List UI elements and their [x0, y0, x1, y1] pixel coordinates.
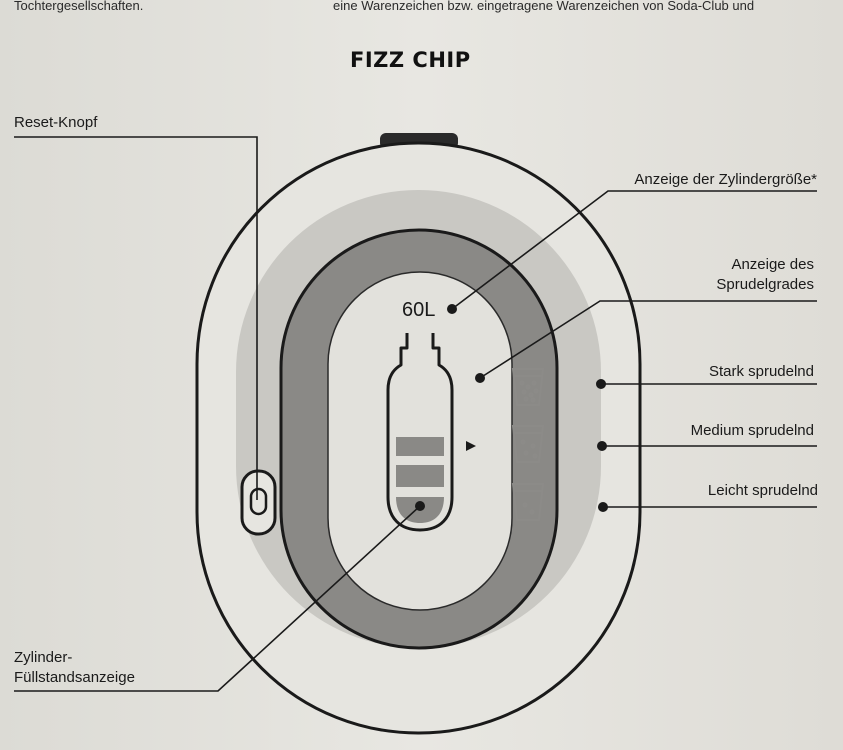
dot-cylinder-size: [447, 304, 457, 314]
fill-segment-3: [396, 465, 444, 487]
diagram-title: FIZZ CHIP: [350, 48, 471, 72]
dot-fizz-level: [475, 373, 485, 383]
dot-strong: [596, 379, 606, 389]
leader-fill-level: [14, 505, 421, 692]
reset-button-slot: [249, 487, 268, 516]
header-right-text: eine Warenzeichen bzw. eingetragene Ware…: [333, 0, 755, 13]
label-cylinder-size: Anzeige der Zylindergröße*: [634, 171, 817, 188]
leader-reset: [14, 136, 258, 500]
header-left-text: Tochtergesellschaften.: [14, 0, 144, 13]
fill-segment-4: [396, 437, 444, 456]
leader-fizz-level: [479, 300, 817, 379]
label-reset-button: Reset-Knopf: [14, 114, 98, 131]
glass-strong-icon: [511, 368, 545, 406]
glass-light-icon: [511, 483, 545, 521]
label-strong: Stark sprudelnd: [708, 363, 814, 380]
dot-fill-level: [415, 501, 425, 511]
label-fizz-level-line1: Anzeige des: [731, 256, 814, 273]
glass-medium-icon: [511, 425, 545, 463]
label-fill-level-line1: Zylinder-: [14, 649, 73, 666]
dot-light: [598, 502, 608, 512]
label-fizz-level-line2: Sprudelgrades: [716, 276, 814, 293]
label-medium: Medium sprudelnd: [690, 422, 814, 439]
reset-button[interactable]: [240, 469, 277, 536]
label-light: Leicht sprudelnd: [707, 482, 818, 499]
fizz-level-arrow-icon: [466, 441, 476, 451]
cylinder-outline: [386, 333, 454, 532]
label-fill-level-line2: Füllstandsanzeige: [14, 669, 135, 686]
dot-medium: [597, 441, 607, 451]
leader-cylinder-size: [451, 190, 817, 310]
cylinder-size-display: 60L: [402, 299, 436, 321]
